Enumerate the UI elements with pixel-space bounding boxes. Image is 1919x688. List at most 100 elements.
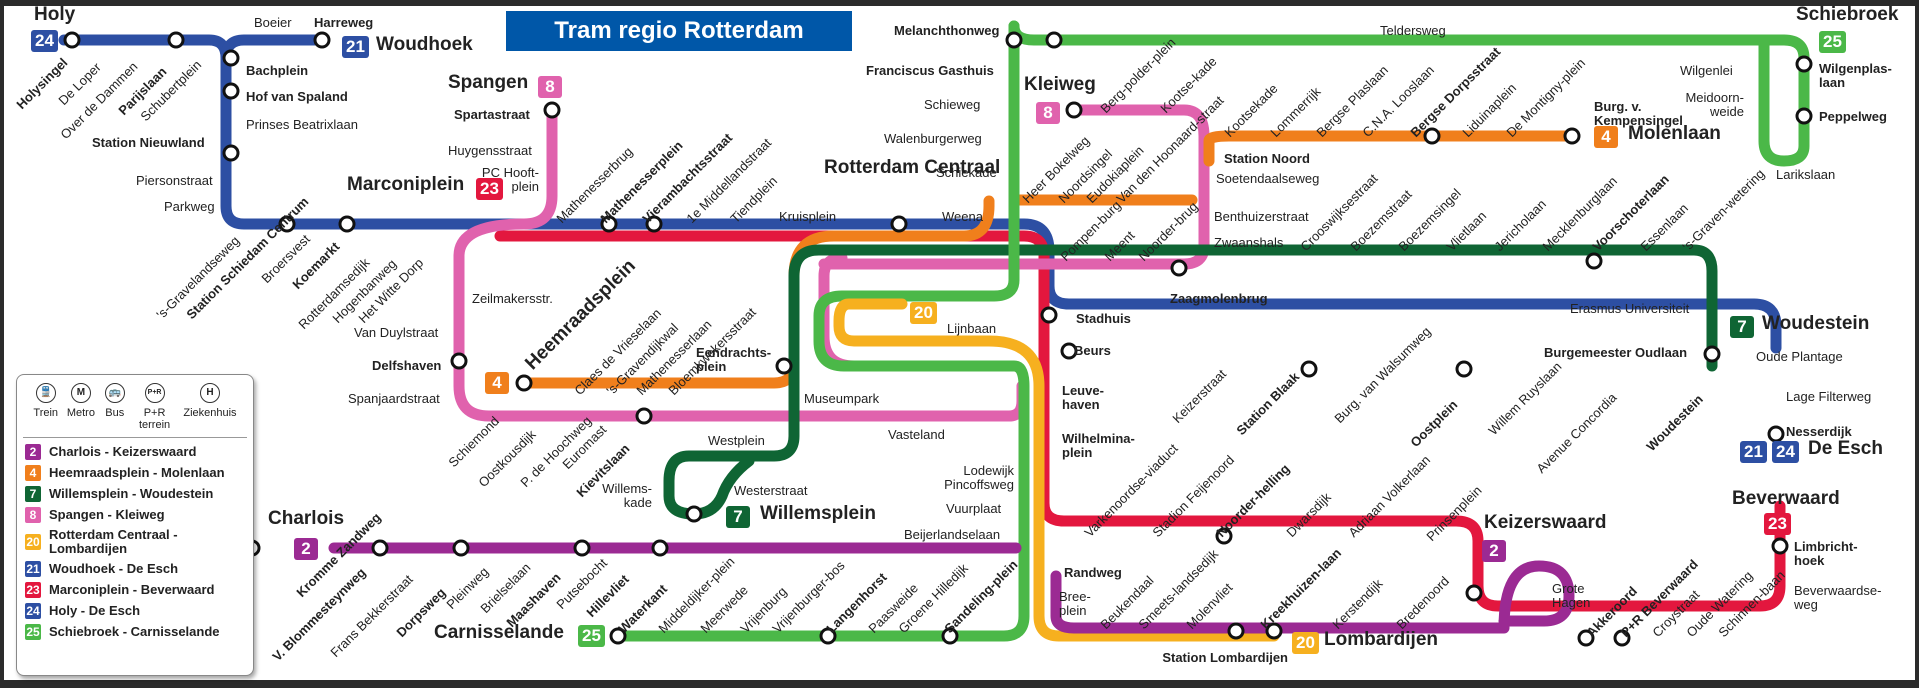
station-nieuwland: Station Nieuwland <box>92 135 205 150</box>
legend-park-ride: P+R P+R terrein <box>135 383 175 431</box>
line-badge: 20 <box>25 534 41 550</box>
line-badge-25: 25 <box>1819 31 1846 53</box>
station-grote-hagen: Grote Hagen <box>1552 581 1591 610</box>
line-badge-24: 24 <box>31 30 58 52</box>
station-zaagmolenbrug: Zaagmolenbrug <box>1170 291 1268 306</box>
station-museumpark: Museumpark <box>804 391 880 406</box>
terminus-keizerswaard: Keizerswaard <box>1484 512 1607 533</box>
station-vuurplaat: Vuurplaat <box>946 501 1002 516</box>
station-leuvehaven: Leuve-haven <box>1062 383 1104 412</box>
station-zeilmakersstr: Zeilmakersstr. <box>472 291 553 306</box>
legend-line-label: Charlois - Keizerswaard <box>49 444 197 459</box>
station-burgemeester-oudlaan: Burgemeester Oudlaan <box>1544 345 1688 360</box>
line-badge-21: 21 <box>342 36 369 58</box>
station-boeier: Boeier <box>254 15 292 30</box>
line-badge-23: 23 <box>476 178 503 200</box>
station-westerstraat: Westerstraat <box>734 483 808 498</box>
station-limbrichthoek: Limbricht-hoek <box>1794 539 1858 568</box>
station-spanjaardstraat: Spanjaardstraat <box>348 391 440 406</box>
line-badge: 21 <box>25 561 41 577</box>
hospital-icon: H <box>199 383 220 403</box>
terminus-holy: Holy <box>34 4 76 25</box>
station-meidoornweide: Meidoorn-weide <box>1685 90 1744 119</box>
legend-line-label: Schiebroek - Carnisselande <box>49 624 220 639</box>
station-schiekade: Schiekade <box>936 165 997 180</box>
line-badge: 8 <box>25 507 41 523</box>
station-hof-van-spaland: Hof van Spaland <box>246 89 348 104</box>
station-beurs: Beurs <box>1074 343 1111 358</box>
station-melanchthonweg: Melanchthonweg <box>894 23 1000 38</box>
legend-line-21: 21 Woudhoek - De Esch <box>25 561 245 577</box>
station-lijnbaan: Lijnbaan <box>947 321 997 336</box>
terminus-beverwaard: Beverwaard <box>1732 488 1840 509</box>
tram-map: Tram regio Rotterdam Holy 24 21 Woudhoek… <box>4 4 1915 680</box>
station-lodewijk-pincoffsweg: Lodewijk Pincoffsweg <box>944 463 1014 492</box>
station-zwaanshals: Zwaanshals <box>1214 235 1284 250</box>
terminus-charlois: Charlois <box>268 508 345 529</box>
station-parkweg: Parkweg <box>164 199 215 214</box>
terminus-schiebroek: Schiebroek <box>1796 4 1899 25</box>
station-franciscus-gasthuis: Franciscus Gasthuis <box>866 63 994 78</box>
metro-icon: M <box>70 383 91 403</box>
legend-hospital-label: Ziekenhuis <box>183 407 237 419</box>
station-benthuizerstraat: Benthuizerstraat <box>1214 209 1309 224</box>
legend-hospital: H Ziekenhuis <box>183 383 237 431</box>
legend-metro-label: Metro <box>66 407 95 419</box>
station-teldersweg: Teldersweg <box>1380 23 1446 38</box>
line-badge-20: 20 <box>910 302 937 324</box>
station-eendrachtsplein: Eendrachts-plein <box>696 345 772 374</box>
terminus-marconiplein: Marconiplein <box>347 174 465 195</box>
line-badge-8: 8 <box>538 76 562 98</box>
station-oude-plantage: Oude Plantage <box>1756 349 1843 364</box>
station-schieweg: Schieweg <box>924 97 981 112</box>
station-soetendaalseweg: Soetendaalseweg <box>1216 171 1320 186</box>
legend-line-label: Holy - De Esch <box>49 603 141 618</box>
line-badge: 23 <box>25 582 41 598</box>
station-harreweg: Harreweg <box>314 15 374 30</box>
line-badge-2: 2 <box>294 538 318 560</box>
legend: 🚆 Trein M Metro 🚌 Bus P+R P+R terrein H … <box>16 374 254 676</box>
line-badge-4-molenlaan: 4 <box>1594 126 1618 148</box>
station-burg-v-kempensingel: Burg. v. Kempensingel <box>1594 99 1683 128</box>
terminus-carnisselande: Carnisselande <box>434 622 564 643</box>
legend-park-ride-label: P+R terrein <box>138 407 171 431</box>
station-westplein: Westplein <box>708 433 765 448</box>
station-weena: Weena <box>942 209 983 224</box>
legend-train: 🚆 Trein <box>33 383 58 431</box>
station-van-duylstraat: Van Duylstraat <box>354 325 439 340</box>
legend-line-label: Rotterdam Centraal - Lombardijen <box>49 527 178 556</box>
legend-train-label: Trein <box>33 407 59 419</box>
station-randweg: Randweg <box>1064 565 1122 580</box>
legend-line-label: Willemsplein - Woudestein <box>49 486 214 501</box>
station-prinses-beatrixlaan: Prinses Beatrixlaan <box>246 117 358 132</box>
legend-bus: 🚌 Bus <box>104 383 126 431</box>
station-bachplein: Bachplein <box>246 63 309 78</box>
station-wilgenlei: Wilgenlei <box>1680 63 1733 78</box>
line-badge-2-keizerswaard: 2 <box>1482 540 1506 562</box>
station-walenburgerweg: Walenburgerweg <box>884 131 982 146</box>
station-huygensstraat: Huygensstraat <box>448 143 532 158</box>
legend-line-label: Woudhoek - De Esch <box>49 561 179 576</box>
station-piersonstraat: Piersonstraat <box>136 173 213 188</box>
station-erasmus-universiteit: Erasmus Universiteit <box>1570 301 1690 316</box>
station-nesserdijk: Nesserdijk <box>1786 424 1852 439</box>
station-willemskade: Willems-kade <box>602 481 652 510</box>
station-peppelweg: Peppelweg <box>1819 109 1887 124</box>
station-stadhuis: Stadhuis <box>1076 311 1131 326</box>
terminus-willemsplein: Willemsplein <box>760 503 876 524</box>
line-badge: 4 <box>25 465 41 481</box>
terminus-woudhoek: Woudhoek <box>376 34 473 55</box>
station-beijerlandselaan: Beijerlandselaan <box>904 527 1001 542</box>
terminus-spangen: Spangen <box>448 72 529 93</box>
train-icon: 🚆 <box>35 383 56 403</box>
legend-icon-row: 🚆 Trein M Metro 🚌 Bus P+R P+R terrein H … <box>23 375 247 438</box>
station-kruisplein: Kruisplein <box>779 209 837 224</box>
legend-metro: M Metro <box>67 383 95 431</box>
terminus-woudestein: Woudestein <box>1762 313 1870 334</box>
